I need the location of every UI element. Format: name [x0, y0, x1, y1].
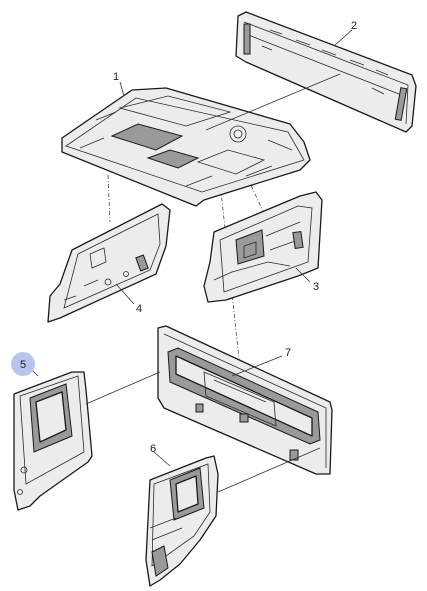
- callout-7-label: 7: [285, 347, 291, 359]
- callout-5-label: 5: [20, 359, 26, 371]
- callout-5-highlight: [11, 352, 35, 376]
- callout-4: 4: [136, 303, 142, 315]
- callout-2-label: 2: [351, 20, 357, 32]
- callout-7: 7: [285, 347, 291, 359]
- part-1-headliner: [61, 87, 311, 207]
- callout-2: 2: [351, 20, 357, 32]
- part-5-left-rear-corner-trim: [13, 371, 93, 511]
- callout-1-label: 1: [113, 71, 119, 83]
- callout-6: 6: [150, 443, 156, 455]
- part-7-rear-wall-panel: [157, 325, 333, 475]
- callout-6-label: 6: [150, 443, 156, 455]
- part-3-right-side-panel: [203, 191, 323, 303]
- part-4-left-side-panel: [47, 203, 171, 323]
- callout-1: 1: [113, 71, 119, 83]
- part-6-right-rear-corner-trim: [145, 455, 219, 587]
- callout-3-label: 3: [313, 281, 319, 293]
- part-2-rear-upper-panel: [235, 11, 417, 133]
- callout-4-label: 4: [136, 303, 142, 315]
- callout-3: 3: [313, 281, 319, 293]
- callout-5: 5: [11, 352, 35, 376]
